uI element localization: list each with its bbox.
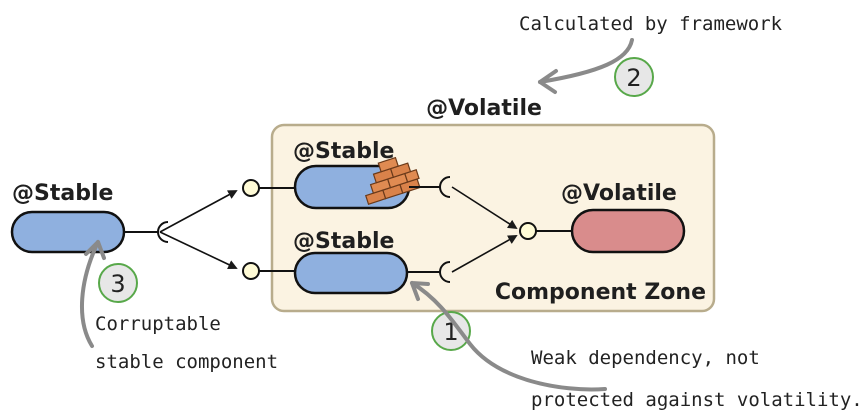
component-zone-title: Component Zone <box>495 280 706 305</box>
top-stable-interface-ball <box>242 179 260 197</box>
left-socket <box>157 221 169 243</box>
left-stable-component <box>10 210 126 254</box>
brick-wall-icon <box>364 156 421 205</box>
right-volatile-label: @Volatile <box>561 181 677 206</box>
svg-text:2: 2 <box>626 64 641 92</box>
marker-3: 3 <box>98 263 138 303</box>
left-annotation-line1: Corruptable <box>95 313 221 335</box>
top-stable-label: @Stable <box>293 139 394 164</box>
right-volatile-component <box>570 208 686 254</box>
annotation-arrow-3 <box>80 240 100 348</box>
svg-text:3: 3 <box>110 270 125 298</box>
annotation-arrow-2 <box>538 38 634 84</box>
top-annotation: Calculated by framework <box>519 13 783 35</box>
bottom-annotation-line2: protected against volatility. <box>531 389 861 411</box>
marker-2: 2 <box>614 57 654 97</box>
bottom-annotation-line1: Weak dependency, not <box>531 347 760 369</box>
bottom-stable-label: @Stable <box>293 229 394 254</box>
annotation-arrow-1 <box>410 281 607 392</box>
left-component-label: @Stable <box>12 181 113 206</box>
left-annotation-line2: stable component <box>95 351 278 373</box>
zone-stereotype-label: @Volatile <box>426 96 542 121</box>
volatile-interface-ball <box>519 222 537 240</box>
top-stable-socket <box>439 176 451 198</box>
bottom-stable-interface-ball <box>242 262 260 280</box>
bottom-stable-component <box>293 251 409 295</box>
bottom-stable-socket <box>439 261 451 283</box>
